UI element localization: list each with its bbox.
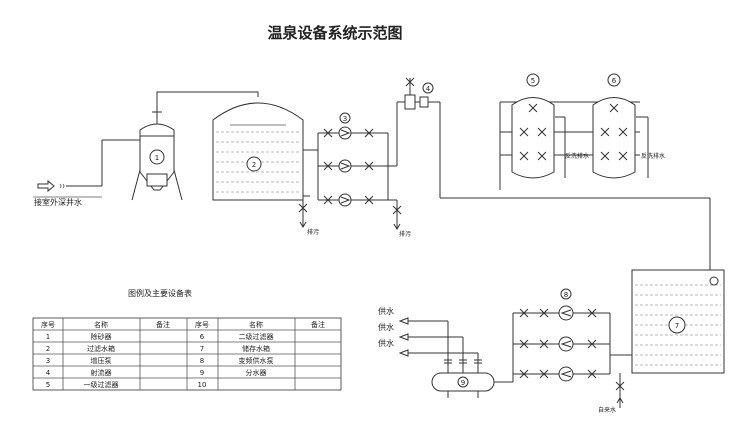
legend-caption: 图例及主要设备表 [128,288,192,298]
legend-header: 序号 [41,320,55,329]
legend-cell: 一级过滤器 [84,380,119,389]
secondary-filter [592,73,636,179]
legend-cell: 射流器 [91,368,112,377]
legend-header: 序号 [195,320,209,329]
legend-cell: 储存水箱 [242,344,270,353]
marker-8: 8 [564,291,568,299]
legend-cell: 4 [46,369,51,377]
marker-5: 5 [531,77,535,85]
marker-7: 7 [675,322,679,330]
booster-pumps [318,126,388,207]
drain-valve-1-icon [298,203,308,213]
legend-cell: 过滤水箱 [87,344,115,353]
supply-arrow-3-icon [398,349,409,357]
legend-cell: 9 [200,369,204,377]
drain-arrow-2-icon [393,220,401,230]
legend-cell: 5 [46,381,50,389]
legend-cell: 3 [46,357,50,365]
drain-1-label: 排污 [307,228,319,236]
ejector [404,77,429,110]
tap-water-label: 自来水 [598,406,616,414]
legend-cell: 二级过滤器 [239,332,274,341]
marker-3: 3 [343,115,347,123]
sand-remover [131,111,183,201]
marker-9: 9 [461,379,465,387]
drain-valve-2-icon [392,205,402,215]
inlet-arrow-icon [37,179,55,193]
marker-1: 1 [155,154,159,162]
supply-2-label: 供水 [378,322,394,332]
legend-header: 名称 [94,320,108,329]
filter-water-tank [212,102,304,201]
tap-water-arrow-icon [616,397,624,408]
variable-frequency-pumps [513,305,610,382]
diagram-title: 温泉设备系统示范图 [267,24,402,42]
legend-table: 序号 名称 备注 序号 名称 备注 1 除砂器 6 二级过滤器 2 过滤水箱 7… [32,317,342,391]
legend-cell: 除砂器 [91,332,112,341]
marker-6: 6 [612,77,617,85]
marker-4: 4 [426,85,431,93]
supply-1-label: 供水 [378,306,394,316]
supply-arrow-2-icon [398,333,409,341]
legend-cell: 10 [198,381,207,389]
legend-cell: 8 [200,357,204,365]
drain-arrow-1-icon [299,218,307,228]
legend-header: 名称 [249,320,263,329]
marker-2: 2 [252,161,256,169]
supply-3-label: 供水 [378,338,394,348]
legend-cell: 6 [200,333,205,341]
supply-arrow-1-icon [398,317,409,325]
storage-water-tank [631,269,725,374]
primary-filter [511,73,555,179]
legend-cell: 1 [46,333,50,341]
water-distributor [431,321,495,398]
legend-cell: 分水器 [246,368,267,377]
legend-cell: 7 [200,345,204,353]
backwash-1-label: 反洗排水 [565,152,589,160]
inlet-label: 接室外深井水 [34,197,82,207]
legend-cell: 变频供水泵 [239,356,274,365]
backwash-2-label: 反洗排水 [641,152,665,160]
legend-header: 备注 [156,320,170,329]
drain-2-label: 排污 [399,230,411,238]
legend-header: 备注 [311,320,325,329]
legend-cell: 增压泵 [91,356,112,365]
inlet-break-icon [59,183,65,189]
legend-cell: 2 [46,345,50,353]
